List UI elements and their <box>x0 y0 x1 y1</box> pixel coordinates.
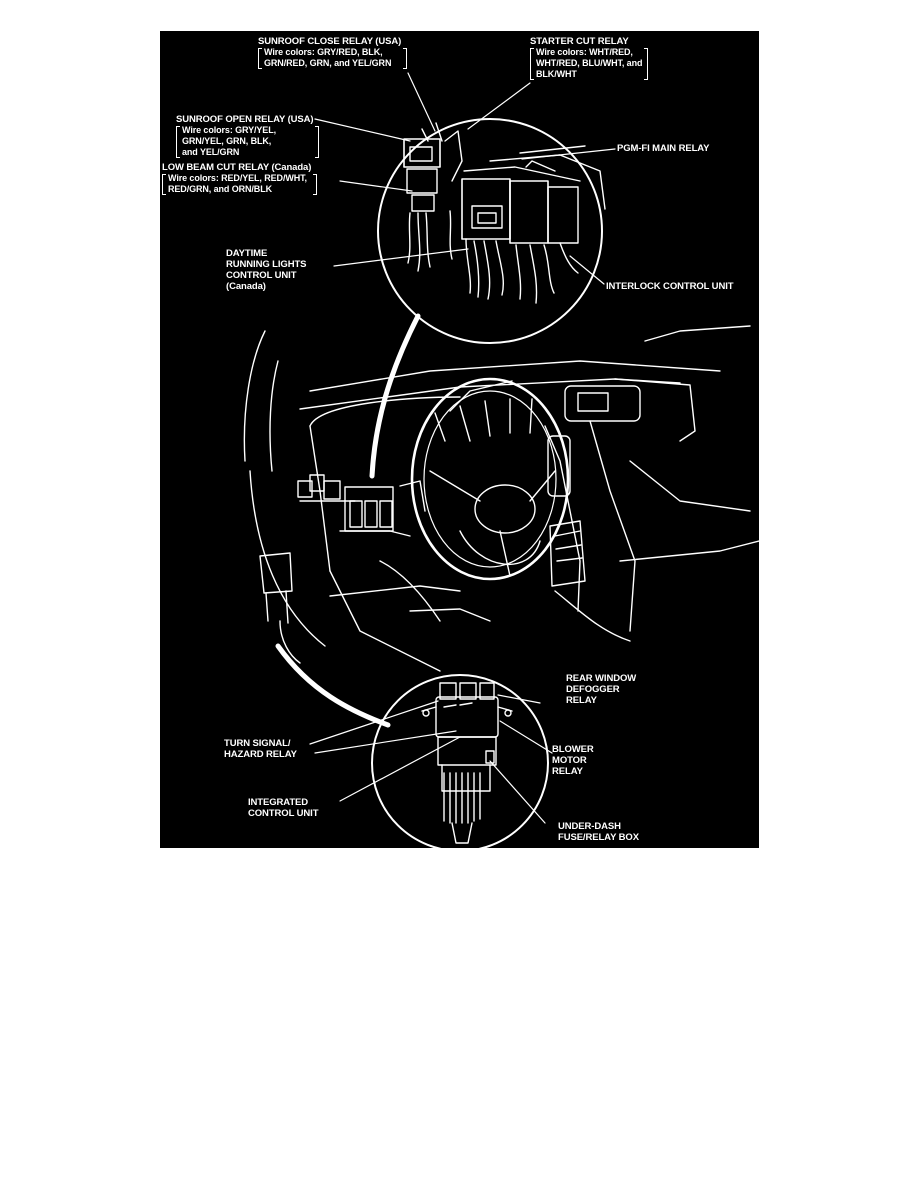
label-interlock-control-unit: INTERLOCK CONTROL UNIT <box>606 281 734 292</box>
label-line: (Canada) <box>226 281 266 292</box>
label-sunroof-open-relay: SUNROOF OPEN RELAY (USA) Wire colors: GR… <box>176 114 320 158</box>
label-line: HAZARD RELAY <box>224 749 297 760</box>
label-line: INTEGRATED <box>248 797 309 808</box>
label-line: DEFOGGER <box>566 684 620 695</box>
label-rear-window-defogger-relay: REAR WINDOW DEFOGGER RELAY <box>566 673 636 706</box>
label-line: INTERLOCK CONTROL UNIT <box>606 281 734 292</box>
callout-swoosh-lower <box>275 643 391 728</box>
wire-line: GRN/RED, GRN, and YEL/GRN <box>264 58 392 68</box>
wire-line: Wire colors: WHT/RED, <box>536 47 633 57</box>
label-line: RUNNING LIGHTS <box>226 259 307 270</box>
label-turn-signal-hazard-relay: TURN SIGNAL/ HAZARD RELAY <box>224 738 297 760</box>
label-line: REAR WINDOW <box>566 673 637 684</box>
label-sunroof-close-relay: SUNROOF CLOSE RELAY (USA) Wire colors: G… <box>258 36 408 69</box>
label-daytime-running-lights: DAYTIME RUNNING LIGHTS CONTROL UNIT (Can… <box>226 248 307 292</box>
lower-leader-lines <box>309 694 553 824</box>
label-line: DAYTIME <box>226 248 268 259</box>
label-integrated-control-unit: INTEGRATED CONTROL UNIT <box>248 797 319 819</box>
label-line: RELAY <box>566 695 597 706</box>
label-under-dash-fuse-relay-box: UNDER-DASH FUSE/RELAY BOX <box>558 821 639 843</box>
wire-colors-bracket: Wire colors: GRY/YEL, GRN/YEL, GRN, BLK,… <box>176 125 320 158</box>
label-line: BLOWER <box>552 744 594 755</box>
label-title: SUNROOF CLOSE RELAY (USA) <box>258 36 402 47</box>
wire-line: BLK/WHT <box>536 69 577 79</box>
wire-colors-bracket: Wire colors: WHT/RED, WHT/RED, BLU/WHT, … <box>530 47 649 80</box>
label-line: TURN SIGNAL/ <box>224 738 291 749</box>
label-title: LOW BEAM CUT RELAY (Canada) <box>162 162 312 173</box>
wire-line: Wire colors: RED/YEL, RED/WHT, <box>168 173 307 183</box>
wire-line: WHT/RED, BLU/WHT, and <box>536 58 643 68</box>
diagram-artwork <box>243 72 759 848</box>
callout-swoosh-upper <box>369 313 421 479</box>
label-starter-cut-relay: STARTER CUT RELAY Wire colors: WHT/RED, … <box>530 36 649 80</box>
wire-line: and YEL/GRN <box>182 147 240 157</box>
dashboard-drawing <box>243 325 759 672</box>
label-line: FUSE/RELAY BOX <box>558 832 639 843</box>
label-line: MOTOR <box>552 755 587 766</box>
label-line: PGM-FI MAIN RELAY <box>617 143 710 154</box>
wire-line: Wire colors: GRY/RED, BLK, <box>264 47 383 57</box>
relay-location-diagram: SUNROOF CLOSE RELAY (USA) Wire colors: G… <box>160 31 759 848</box>
upper-relay-detail <box>377 118 606 344</box>
label-title: SUNROOF OPEN RELAY (USA) <box>176 114 314 125</box>
lower-relay-detail <box>371 674 549 848</box>
upper-leader-lines <box>314 72 616 285</box>
label-low-beam-cut-relay: LOW BEAM CUT RELAY (Canada) Wire colors:… <box>162 162 318 195</box>
label-pgm-fi-main-relay: PGM-FI MAIN RELAY <box>617 143 710 154</box>
label-line: RELAY <box>552 766 583 777</box>
wire-line: GRN/YEL, GRN, BLK, <box>182 136 272 146</box>
label-line: CONTROL UNIT <box>226 270 297 281</box>
label-line: UNDER-DASH <box>558 821 621 832</box>
wire-colors-bracket: Wire colors: GRY/RED, BLK, GRN/RED, GRN,… <box>258 47 408 69</box>
wire-line: Wire colors: GRY/YEL, <box>182 125 277 135</box>
label-title: STARTER CUT RELAY <box>530 36 629 47</box>
label-line: CONTROL UNIT <box>248 808 319 819</box>
wire-colors-bracket: Wire colors: RED/YEL, RED/WHT, RED/GRN, … <box>162 173 318 195</box>
label-blower-motor-relay: BLOWER MOTOR RELAY <box>552 744 594 777</box>
wire-line: RED/GRN, and ORN/BLK <box>168 184 273 194</box>
